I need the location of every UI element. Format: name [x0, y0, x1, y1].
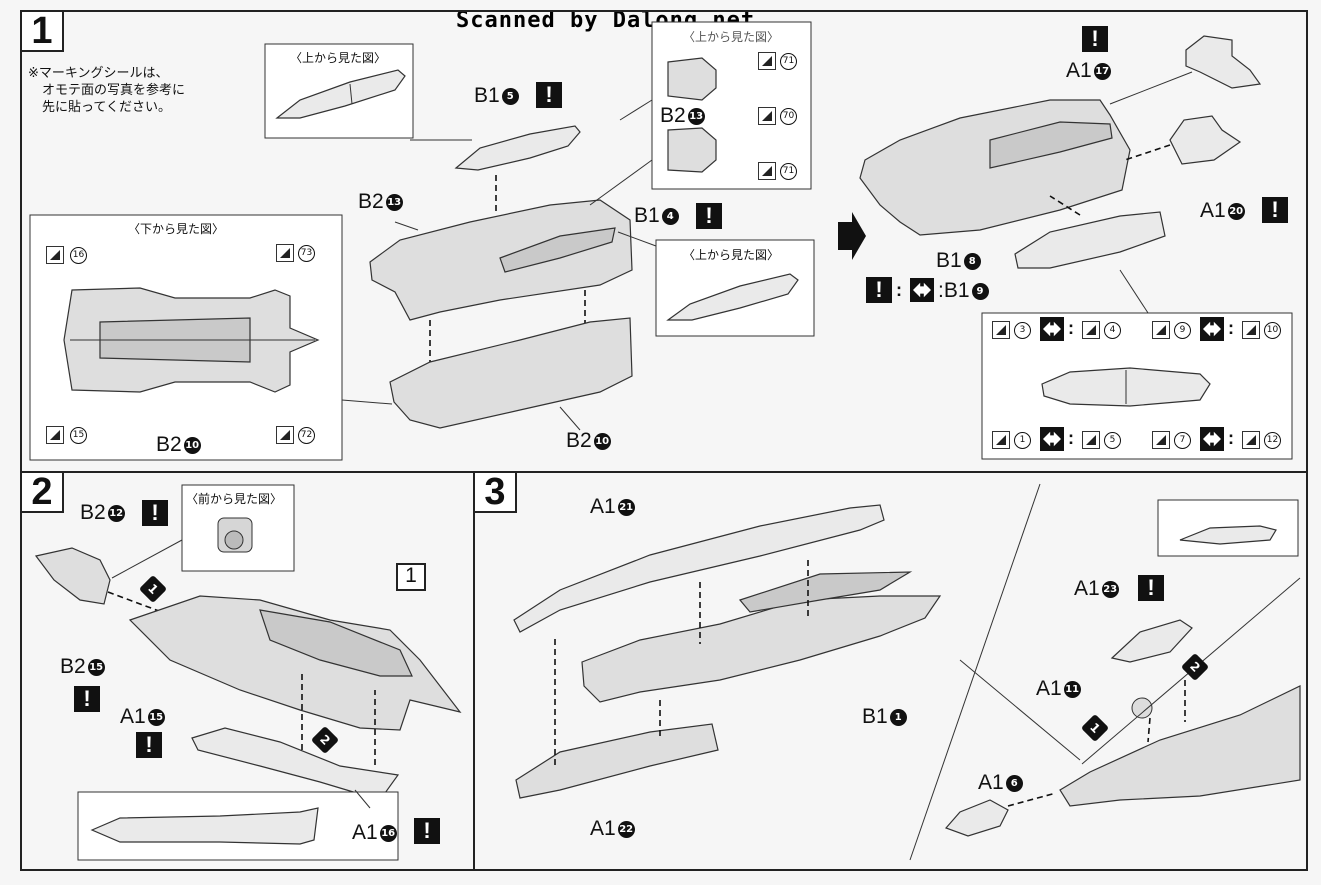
part-a1-20 — [1169, 115, 1242, 165]
part-b2-12 — [34, 547, 111, 605]
caution-icon: ! — [142, 500, 168, 526]
part-nose-assembly — [1059, 685, 1301, 807]
part-b1-5 — [454, 125, 581, 171]
part-step2-body — [128, 595, 462, 731]
sticker-icon — [46, 246, 64, 264]
caution-icon: ! — [696, 203, 722, 229]
step3-panel — [473, 471, 1308, 871]
part-a1-6 — [944, 799, 1009, 837]
swap-icon — [1200, 427, 1224, 451]
caution-icon: ! — [1138, 575, 1164, 601]
part-a1-23 — [1110, 619, 1193, 663]
part-a1-fin — [1185, 35, 1262, 89]
order-step-2: 2 — [310, 726, 340, 755]
swap-icon — [1200, 317, 1224, 341]
bottom-view-title: 〈下から見た図〉 — [128, 222, 225, 236]
ref-step-box: 1 — [396, 563, 426, 591]
sticker-icon — [276, 244, 294, 262]
swap-icon — [910, 278, 934, 302]
caution-icon: ! — [136, 732, 162, 758]
front-view-title: 〈前から見た図〉 — [186, 492, 283, 506]
sticker-icon — [758, 52, 776, 70]
caution-icon: ! — [866, 277, 892, 303]
part-a1-22 — [515, 723, 719, 799]
caution-icon: ! — [1262, 197, 1288, 223]
top-view-title: 〈上から見た図〉 — [290, 51, 387, 65]
caution-icon: ! — [74, 686, 100, 712]
swap-icon — [1040, 317, 1064, 341]
step-number-1: 1 — [20, 10, 64, 52]
sticker-icon — [758, 107, 776, 125]
part-a1-21 — [513, 504, 885, 633]
next-arrow — [838, 212, 866, 260]
step-number-3: 3 — [473, 471, 517, 513]
sticker-icon — [758, 162, 776, 180]
part-b1-1 — [581, 595, 942, 703]
sticker-icon — [46, 426, 64, 444]
sticker-icon — [276, 426, 294, 444]
part-b1-8 — [1014, 211, 1166, 269]
caution-icon: ! — [1082, 26, 1108, 52]
order-step-2: 2 — [1180, 653, 1210, 682]
order-step-1: 1 — [138, 575, 168, 604]
part-b2-10 — [389, 317, 633, 429]
top-view-title-2: 〈上から見た図〉 — [683, 248, 780, 262]
caution-icon: ! — [536, 82, 562, 108]
step-number-2: 2 — [20, 471, 64, 513]
top-view-title-partial: 〈上から見た図〉 — [683, 30, 780, 44]
swap-icon — [1040, 427, 1064, 451]
top-view-part — [275, 69, 406, 119]
caution-icon: ! — [414, 818, 440, 844]
part-a1-16 — [191, 727, 400, 801]
order-step-1: 1 — [1080, 714, 1110, 743]
part-b1-4 — [499, 227, 616, 273]
part-a1-17-assembly — [859, 99, 1131, 236]
